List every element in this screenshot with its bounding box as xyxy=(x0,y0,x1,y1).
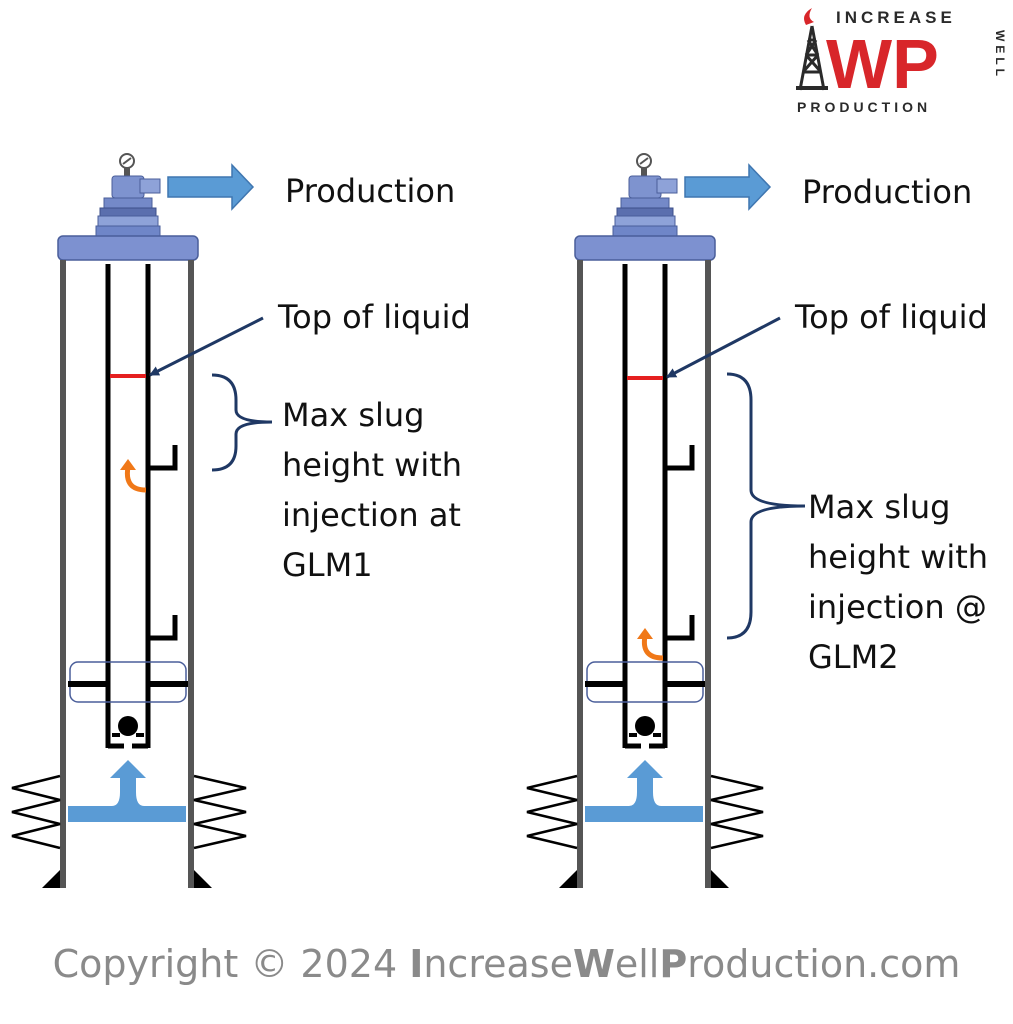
slug-label-line-2: height with xyxy=(282,446,462,484)
well-left: Production Top of liquid Max slug height… xyxy=(11,153,471,888)
logo-bottom-text: PRODUCTION xyxy=(797,99,931,115)
logo-letters: WP xyxy=(826,25,939,103)
inflow-arrow-icon xyxy=(68,760,186,822)
gas-lift-mandrel-2 xyxy=(667,615,695,641)
perforations-left xyxy=(11,774,61,850)
copyright-notice: Copyright © 2024 IncreaseWellProduction.… xyxy=(52,942,961,986)
production-arrow-icon xyxy=(684,163,772,211)
gas-lift-mandrel-1 xyxy=(667,445,695,471)
wellhead-icon xyxy=(57,153,199,261)
slug-bracket xyxy=(211,373,273,472)
gas-lift-mandrel-2 xyxy=(150,615,178,641)
gas-injection-arrow-icon xyxy=(641,635,664,661)
slug-label-line-3: injection @ xyxy=(808,588,987,626)
standing-valve-ball xyxy=(635,716,655,736)
liquid-top-pointer xyxy=(666,316,781,379)
derrick-icon xyxy=(796,8,828,91)
wellhead-icon xyxy=(574,153,716,261)
gas-lift-mandrel-1 xyxy=(150,445,178,471)
slug-label-line-1: Max slug xyxy=(808,488,950,526)
slug-label-line-4: GLM2 xyxy=(808,638,899,676)
slug-label-line-4: GLM1 xyxy=(282,546,373,584)
top-of-liquid-label: Top of liquid xyxy=(794,298,988,336)
company-logo: INCREASE WP PRODUCTION WELL xyxy=(796,8,1007,115)
perforations-right xyxy=(710,774,764,850)
liquid-top-pointer xyxy=(149,316,264,377)
perforations-left xyxy=(526,774,578,850)
gas-injection-arrow-icon xyxy=(124,466,147,493)
slug-label-line-2: height with xyxy=(808,538,988,576)
slug-label-line-3: injection at xyxy=(282,496,461,534)
inflow-arrow-icon xyxy=(585,760,703,822)
perforations-right xyxy=(193,774,247,850)
logo-top-text: INCREASE xyxy=(836,8,956,27)
slug-bracket xyxy=(726,372,806,640)
production-label: Production xyxy=(285,172,455,210)
production-arrow-icon xyxy=(167,163,255,211)
slug-label-line-1: Max slug xyxy=(282,396,424,434)
top-of-liquid-label: Top of liquid xyxy=(277,298,471,336)
well-right: Production Top of liquid Max slug height… xyxy=(526,153,988,888)
logo-side-text: WELL xyxy=(993,30,1007,80)
production-label: Production xyxy=(802,173,972,211)
standing-valve-ball xyxy=(118,716,138,736)
